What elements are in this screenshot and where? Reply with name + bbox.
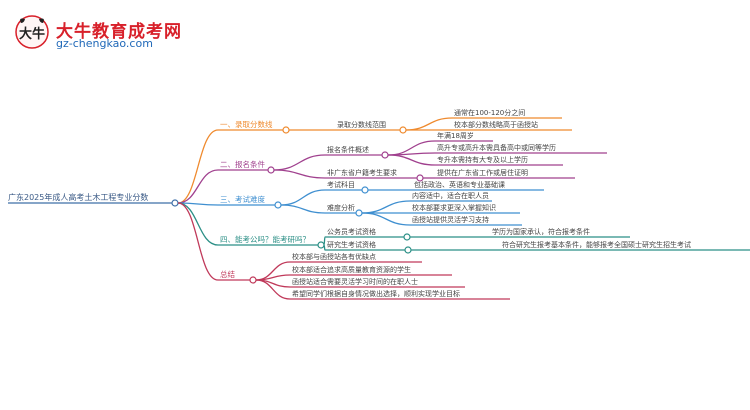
- leaf-label: 通常在100-120分之间: [454, 108, 525, 117]
- branch-node-dot: [274, 201, 282, 209]
- branch-connector: [177, 169, 219, 204]
- child-connector: [255, 274, 291, 281]
- child-connector: [255, 279, 291, 300]
- child-connector: [273, 154, 326, 171]
- branch-node-dot: [249, 276, 257, 284]
- site-url[interactable]: gz-chengkao.com: [56, 37, 153, 50]
- child-connector: [273, 169, 326, 179]
- leaf-label: 符合研究生报考基本条件，能够报考全国硕士研究生招生考试: [502, 240, 691, 249]
- child-label: 希望同学们根据自身情况做出选择，顺利实现学业目标: [292, 289, 460, 298]
- branch-connector: [177, 202, 219, 206]
- branch-connector: [177, 129, 219, 204]
- leaf-label: 函授站提供灵活学习支持: [412, 215, 489, 224]
- child-label: 难度分析: [327, 203, 355, 212]
- child-label: 函授站适合需要灵活学习时间的在职人士: [292, 277, 418, 286]
- leaf-connector: [405, 117, 453, 131]
- leaf-label: 高升专或高升本需具备高中或同等学历: [437, 143, 556, 152]
- child-label: 研究生考试资格: [327, 240, 376, 249]
- branch-node-dot: [317, 241, 325, 249]
- child-label: 公务员考试资格: [327, 227, 376, 236]
- leaf-connector: [361, 200, 411, 214]
- child-label: 校本部适合追求高质量教育资源的学生: [292, 265, 411, 274]
- leaf-label: 包括政治、英语和专业基础课: [414, 180, 505, 189]
- branch-label: 一、录取分数线: [220, 119, 273, 129]
- leaf-label: 校本部要求更深入掌握知识: [412, 203, 496, 212]
- child-node-dot: [361, 186, 369, 194]
- branch-label: 三、考试难度: [220, 194, 265, 204]
- branch-node-dot: [267, 166, 275, 174]
- leaf-connector: [361, 212, 411, 226]
- child-connector: [280, 189, 326, 206]
- child-node-dot: [355, 209, 363, 217]
- child-node-dot: [403, 233, 411, 241]
- child-label: 录取分数线范围: [337, 120, 386, 129]
- root-node-dot: [171, 199, 179, 207]
- branch-connector: [177, 202, 219, 246]
- branch-node-dot: [282, 126, 290, 134]
- leaf-label: 专升本需持有大专及以上学历: [437, 155, 528, 164]
- leaf-label: 校本部分数线略高于函授站: [454, 120, 538, 129]
- branch-label: 二、报名条件: [220, 159, 265, 169]
- leaf-label: 提供在广东省工作或居住证明: [437, 168, 528, 177]
- leaf-label: 内容适中，适合在职人员: [412, 191, 489, 200]
- branch-label: 总结: [220, 269, 235, 279]
- child-connector: [323, 244, 326, 251]
- leaf-label: 年满18周岁: [437, 131, 474, 140]
- child-label: 报名条件概述: [327, 145, 369, 154]
- site-header: 大牛 大牛教育成考网 gz-chengkao.com: [0, 0, 750, 60]
- child-connector: [280, 204, 326, 214]
- child-node-dot: [381, 151, 389, 159]
- leaf-label: 学历为国家承认，符合报考条件: [492, 227, 590, 236]
- leaf-connector: [387, 154, 436, 166]
- branch-label: 四、能考公吗？能考研吗？: [220, 234, 310, 244]
- bull-logo-icon[interactable]: 大牛: [14, 14, 50, 50]
- branch-connector: [177, 202, 219, 281]
- child-node-dot: [404, 246, 412, 254]
- site-title[interactable]: 大牛教育成考网: [56, 22, 182, 42]
- child-label: 校本部与函授站各有优缺点: [292, 252, 376, 261]
- logo-mark-text: 大牛: [19, 26, 45, 42]
- child-label: 非广东省户籍考生要求: [327, 168, 397, 177]
- child-connector: [323, 236, 326, 246]
- child-label: 考试科目: [327, 180, 355, 189]
- root-topic: 广东2025年成人高考土木工程专业分数: [8, 192, 148, 202]
- child-node-dot: [399, 126, 407, 134]
